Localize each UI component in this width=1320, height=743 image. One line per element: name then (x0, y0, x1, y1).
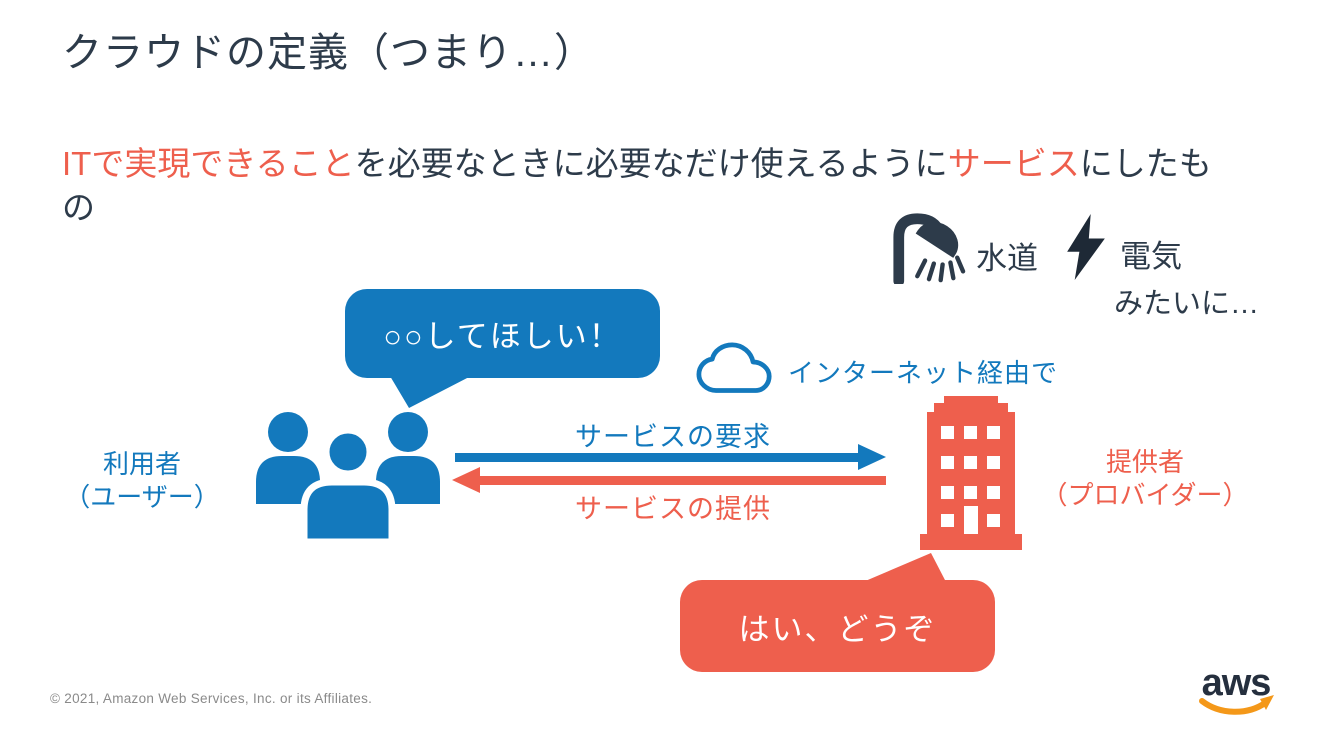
body-highlight-service: サービス (947, 145, 1080, 182)
body-text-end: にしたも (1079, 145, 1212, 182)
user-label-line1: 利用者 (102, 449, 181, 479)
provider-bubble-tail (863, 553, 946, 582)
like-that-label: みたいに… (1114, 288, 1260, 320)
shower-icon (888, 208, 968, 289)
service-provide-label: サービスの提供 (575, 494, 771, 524)
provider-label-line2: （プロバイダー） (1041, 479, 1249, 510)
lightning-bolt-icon (1064, 214, 1108, 285)
provider-building-icon (920, 396, 1022, 555)
user-label: 利用者 （ユーザー） (58, 448, 226, 513)
service-request-arrowhead (858, 444, 886, 470)
service-provide-arrowhead (452, 467, 480, 493)
users-group-icon (248, 408, 448, 547)
aws-logo-text: aws (1202, 662, 1271, 704)
service-provide-arrow (478, 476, 886, 485)
service-request-arrow (455, 453, 862, 462)
body-text-mid: を必要なときに必要なだけ使えるように (354, 145, 948, 182)
provider-label-line1: 提供者 (1105, 447, 1184, 477)
user-bubble-tail (390, 376, 471, 408)
internet-label: インターネット経由で (788, 358, 1059, 388)
electricity-label: 電気 (1120, 239, 1182, 274)
service-request-label: サービスの要求 (575, 422, 771, 452)
user-label-line2: （ユーザー） (64, 481, 220, 512)
body-text-line2: の (62, 188, 95, 226)
provider-label: 提供者 （プロバイダー） (1040, 446, 1250, 511)
water-label: 水道 (976, 241, 1038, 276)
slide-title: クラウドの定義（つまり…） (62, 31, 595, 75)
provider-response-bubble: はい、どうぞ (680, 580, 995, 672)
copyright-footer: © 2021, Amazon Web Services, Inc. or its… (50, 691, 373, 706)
aws-logo: aws (1196, 660, 1276, 727)
cloud-icon (692, 342, 778, 404)
body-highlight-it: ITで実現できること (62, 145, 355, 182)
body-statement: ITで実現できることを必要なときに必要なだけ使えるようにサービスにしたもの (62, 142, 1272, 230)
user-request-bubble: ○○してほしい！ (345, 289, 660, 378)
